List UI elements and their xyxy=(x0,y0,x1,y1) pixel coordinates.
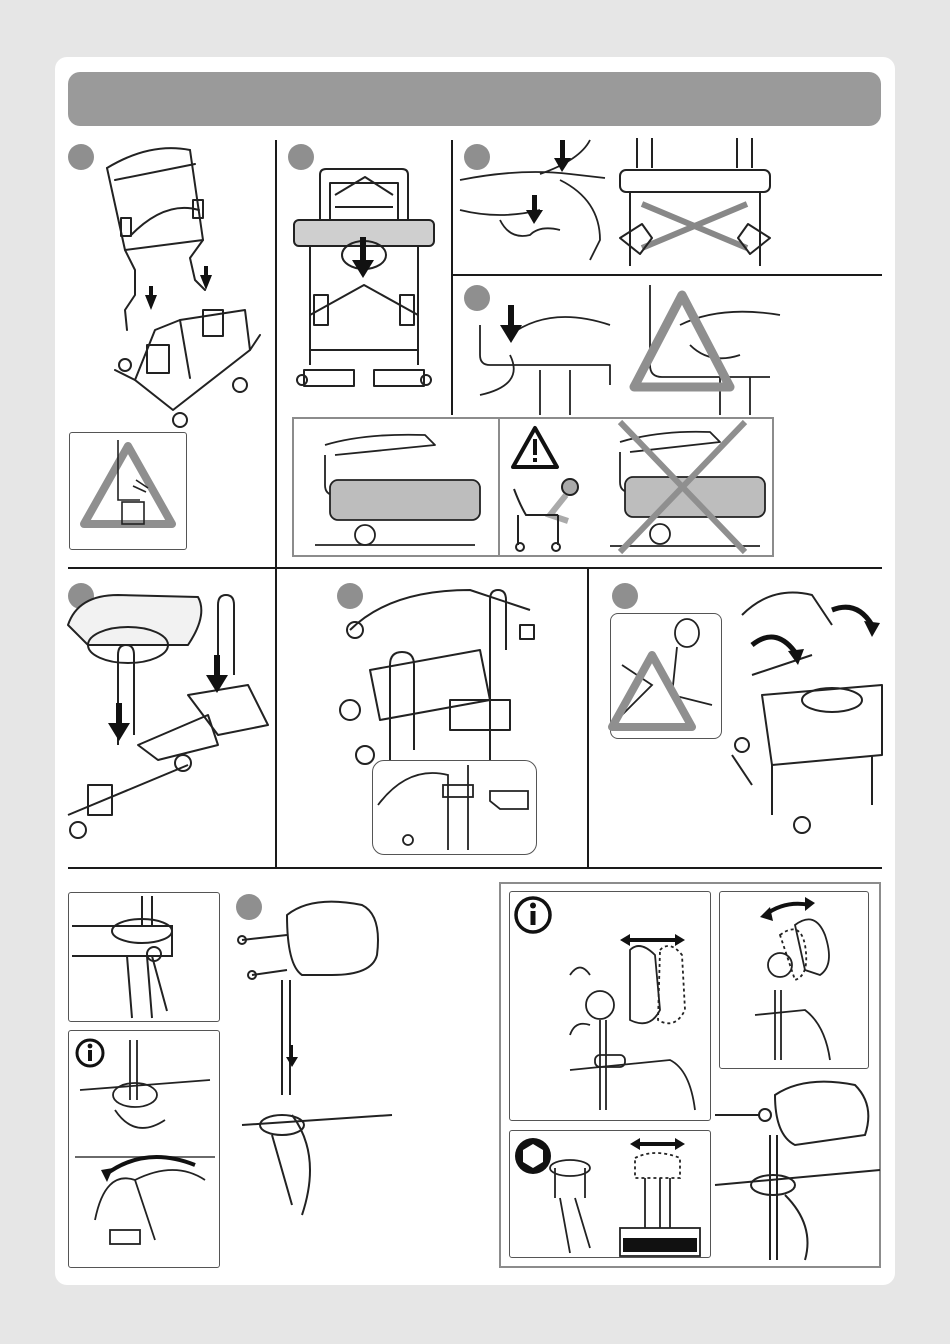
seat-warning-frame-divider xyxy=(498,419,500,555)
headrest-tilt-adjust-illustration xyxy=(725,895,865,1065)
person-sitting-icon xyxy=(508,475,588,553)
divider-vertical-3 xyxy=(275,569,277,867)
divider-vertical-2 xyxy=(451,140,453,415)
footrest-insertion-illustration xyxy=(68,585,268,857)
divider-horizontal-right xyxy=(452,274,882,276)
footrest-hook-illustration xyxy=(330,590,540,765)
headrest-installation-illustration xyxy=(232,895,392,1225)
backrest-fold-illustration xyxy=(722,585,882,840)
chair-frame-assembly-illustration xyxy=(95,140,270,440)
divider-horizontal-2 xyxy=(68,867,882,869)
warning-triangle-exclamation-icon xyxy=(510,425,560,470)
info-icon xyxy=(513,895,553,935)
divider-horizontal-1 xyxy=(68,567,882,569)
headrest-width-adjust-illustration xyxy=(545,1138,707,1256)
armrest-press-illustration xyxy=(470,285,620,415)
divider-vertical-1 xyxy=(275,140,277,567)
warning-triangle-icon xyxy=(78,440,178,530)
headrest-mounted-illustration xyxy=(715,1075,880,1260)
seat-press-down-illustration xyxy=(460,140,610,270)
seat-incorrect-position-illustration xyxy=(600,422,770,552)
header-bar xyxy=(68,72,881,126)
arm-pinch-warning-illustration xyxy=(612,615,720,735)
divider-vertical-4 xyxy=(587,569,589,867)
headrest-depth-adjust-illustration xyxy=(530,930,705,1110)
seat-underframe-illustration xyxy=(612,138,777,268)
step-badge-7 xyxy=(612,583,638,609)
seat-correct-position-illustration xyxy=(305,425,490,553)
armrest-pinch-warning-illustration xyxy=(620,285,780,415)
seat-installation-illustration xyxy=(290,165,440,395)
hook-detail-illustration xyxy=(378,765,533,850)
strap-adjust-illustration xyxy=(75,1040,215,1260)
step-badge-1 xyxy=(68,144,94,170)
clamp-lever-illustration xyxy=(72,896,217,1018)
